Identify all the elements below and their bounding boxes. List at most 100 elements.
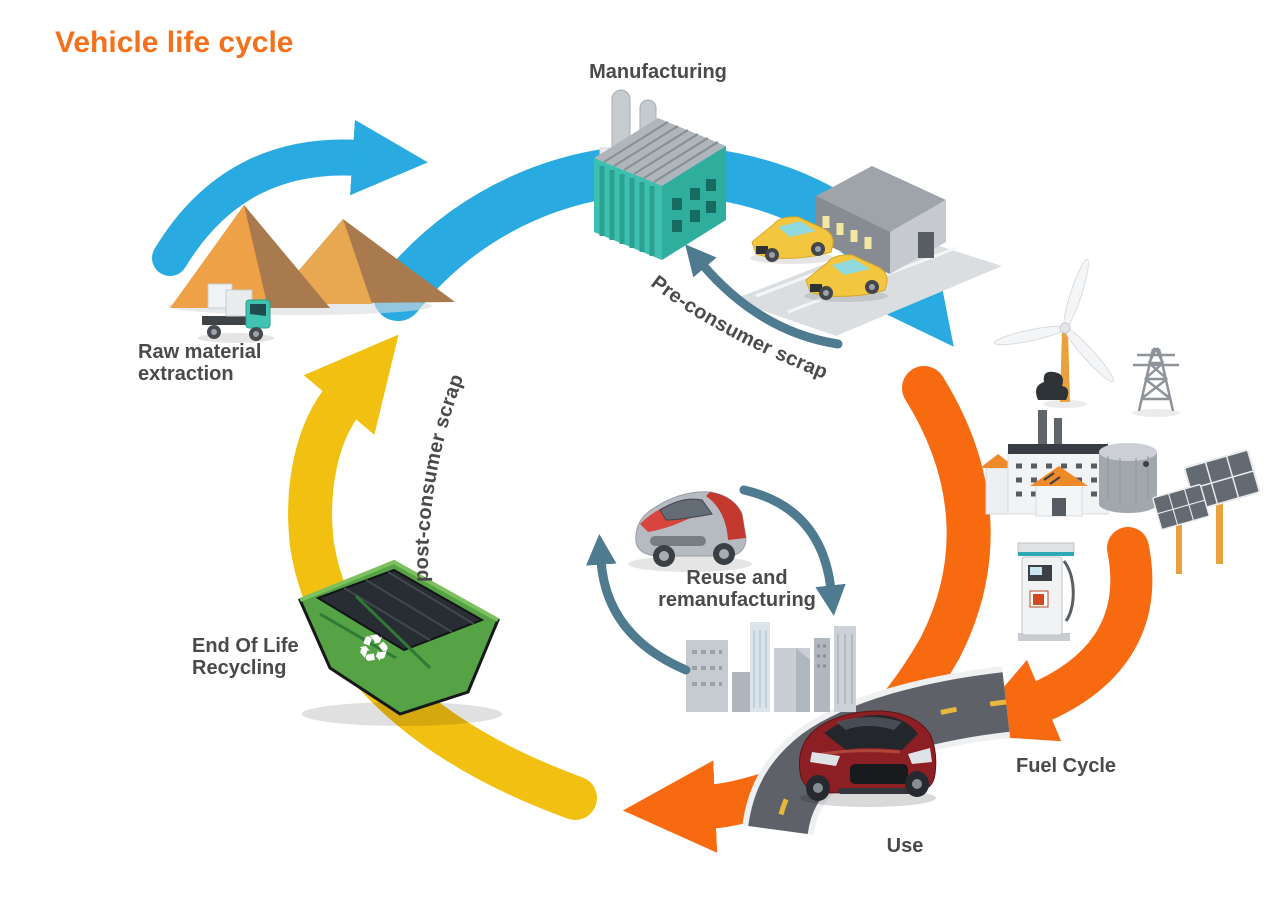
tank-top	[1099, 443, 1157, 461]
reused-car-grille	[650, 536, 706, 546]
arrow-pre-consumer-scrap	[685, 244, 843, 349]
delivery-truck-icon	[198, 283, 274, 343]
tank-bottom	[1099, 495, 1157, 513]
arrow-reuse-right	[739, 485, 846, 616]
post-consumer-scrap-text: post-consumer scrap	[411, 371, 468, 582]
tank-ribs	[1107, 456, 1149, 502]
wheel-hub	[815, 246, 821, 252]
skip-ribs	[319, 594, 432, 670]
wheel-hub	[253, 331, 259, 337]
page-title: Vehicle life cycle	[55, 26, 294, 59]
plant-left-annex	[985, 467, 1011, 515]
plant-chimney-2	[1054, 418, 1062, 446]
warehouse-icon	[816, 166, 946, 274]
power-pylon-icon	[1132, 347, 1180, 417]
building-stripes	[753, 630, 767, 708]
building-stripes	[837, 634, 853, 704]
warehouse-windows	[822, 216, 872, 249]
solar-pole-small	[1176, 524, 1182, 574]
city-skyline-icon	[686, 622, 856, 712]
wheel-hub	[211, 329, 217, 335]
annex-roof-front	[1030, 466, 1088, 486]
turbine-blade	[1063, 258, 1089, 329]
reused-car-pillar	[706, 492, 746, 540]
turbine-blade	[994, 325, 1066, 346]
driving-car-grille	[850, 764, 908, 784]
pylon-lattice	[1133, 347, 1179, 412]
warehouse-door	[918, 232, 934, 258]
solar-panel-icon	[1152, 449, 1261, 574]
label-end-of-life: End Of Life Recycling	[192, 635, 299, 679]
post-consumer-scrap-label: post-consumer scrap	[411, 371, 468, 582]
energy-cluster	[980, 258, 1261, 641]
label-end-of-life-line1: End Of Life	[192, 635, 299, 657]
car-grille	[756, 246, 768, 254]
headlight-left	[810, 752, 840, 766]
pylon-shadow	[1132, 409, 1180, 417]
reused-car-windows	[659, 498, 713, 521]
arrow-reuse-left	[586, 534, 691, 675]
solar-pole-big	[1216, 500, 1223, 564]
building-windows	[817, 644, 827, 668]
recycle-symbol: ♻	[354, 626, 395, 673]
skip-opening	[315, 568, 485, 652]
recycling-skip-icon: ♻	[298, 559, 502, 726]
plant-chimney-1	[1038, 410, 1047, 446]
wheel-rim	[659, 551, 669, 561]
factory-slats	[599, 166, 655, 256]
pump-screen-display	[1030, 567, 1042, 575]
roof-vents	[1043, 472, 1061, 485]
wheel-rim	[912, 779, 922, 789]
turbine-blade	[1064, 327, 1115, 383]
front-bumper	[838, 788, 922, 794]
wind-turbine-icon	[994, 258, 1115, 408]
mountain-left-shaded-face	[244, 205, 330, 308]
pump-canopy-stripe	[1018, 552, 1074, 556]
driving-car-roof-highlight	[836, 717, 902, 730]
truck-windshield	[250, 304, 266, 316]
factory-windows	[672, 179, 716, 232]
label-reuse-line2: remanufacturing	[658, 589, 816, 611]
wheel-rim	[813, 783, 823, 793]
wheel-hub	[769, 252, 775, 258]
new-car-icon	[750, 216, 834, 264]
label-reuse-line1: Reuse and	[686, 567, 788, 589]
building-windows	[692, 650, 722, 686]
pump-handle	[1033, 594, 1044, 605]
turbine-hub	[1059, 322, 1071, 334]
label-use: Use	[886, 835, 924, 857]
label-raw-material: Raw material extraction	[138, 341, 261, 385]
truck-bed	[202, 316, 250, 325]
factory-icon	[594, 89, 726, 260]
label-raw-material-line2: extraction	[138, 363, 234, 385]
arrow-fuel-cycle	[962, 527, 1153, 742]
headlight-right	[908, 748, 932, 764]
tank-valve	[1143, 461, 1149, 467]
label-manufacturing: Manufacturing	[589, 61, 727, 83]
arrow-raw-to-manufacturing	[152, 119, 428, 276]
label-end-of-life-line2: Recycling	[192, 657, 287, 679]
skip-rim-highlight	[299, 559, 499, 622]
driving-car-icon	[798, 710, 937, 807]
building	[732, 672, 752, 712]
power-plant-icon	[980, 371, 1109, 517]
roof-ridges	[603, 121, 719, 183]
annex-roof-left	[980, 454, 1016, 468]
turbine-shadow	[1043, 400, 1087, 408]
assembly-yard	[732, 166, 1002, 336]
pump-canopy	[1017, 542, 1075, 554]
label-raw-material-line1: Raw material	[138, 341, 262, 363]
plant-roof-band	[1008, 444, 1108, 454]
fuel-pump-icon	[1017, 542, 1075, 641]
building-slant	[796, 648, 810, 712]
building	[814, 638, 830, 712]
plant-door	[1052, 498, 1066, 516]
road-centerline	[775, 699, 1007, 831]
solar-panel-small	[1152, 483, 1210, 531]
wheel-rim	[719, 549, 729, 559]
car-windows	[778, 221, 816, 237]
label-reuse: Reuse and remanufacturing	[637, 567, 837, 611]
label-fuel-cycle: Fuel Cycle	[1016, 755, 1117, 777]
